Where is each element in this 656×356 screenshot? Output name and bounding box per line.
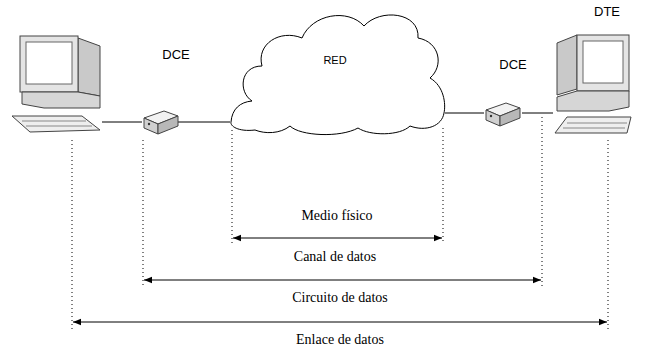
- extension-line: [143, 140, 144, 286]
- dimension-arrow: [233, 238, 442, 239]
- modem-front: [486, 110, 500, 126]
- dce-modem: DCE: [484, 100, 522, 126]
- dimension-label: Canal de datos: [292, 249, 378, 265]
- extension-line: [542, 117, 543, 286]
- dimension-arrow: [144, 280, 541, 281]
- monitor-side: [78, 38, 100, 96]
- node-outline: [230, 4, 445, 134]
- connector-line: [445, 113, 484, 114]
- modem-icon: [144, 111, 178, 134]
- computer-case: [22, 92, 100, 108]
- monitor-frame: [20, 36, 78, 92]
- monitor-screen: [26, 42, 72, 84]
- dimension-arrow: [73, 322, 607, 323]
- monitor-frame: [577, 35, 629, 91]
- computer-icon: [555, 35, 631, 133]
- modem-side: [500, 108, 520, 126]
- keyboard: [12, 116, 100, 132]
- monitor-side: [557, 35, 577, 95]
- keyboard-keys: [22, 121, 86, 122]
- keyboard-keys: [563, 128, 625, 129]
- monitor-screen: [583, 41, 623, 83]
- modem-led: [490, 115, 492, 117]
- dimension-label: Medio físico: [299, 208, 374, 224]
- dimension-label: Enlace de datos: [294, 332, 386, 348]
- connector-line: [178, 122, 230, 123]
- modem-side: [158, 116, 178, 134]
- computer-icon: [12, 36, 100, 132]
- device-label: DCE: [162, 48, 189, 63]
- extension-line: [232, 130, 233, 243]
- device-label: DCE: [499, 58, 526, 73]
- keyboard-keys: [567, 123, 627, 124]
- node-outline: [484, 100, 522, 126]
- extension-line: [608, 140, 609, 330]
- cable-line: [102, 122, 142, 123]
- dimension-arrows: [73, 238, 607, 322]
- extension-line: [72, 140, 73, 330]
- network-label: RED: [323, 54, 346, 67]
- device-label: DTE: [594, 5, 620, 20]
- keyboard-keys: [26, 126, 92, 127]
- network-cloud: RED: [230, 4, 445, 134]
- cloud-outline: [231, 15, 445, 135]
- dimension-label: Circuito de datos: [290, 290, 390, 306]
- extension-line: [443, 128, 444, 243]
- connector-line: [522, 113, 553, 114]
- dte-computer: DTE: [553, 25, 633, 137]
- computer-case: [557, 91, 629, 111]
- node-outline: [553, 25, 633, 137]
- modem-front: [144, 118, 158, 134]
- extension-lines: [72, 117, 608, 330]
- modem-icon: [486, 103, 520, 126]
- dce-modem: DCE: [142, 108, 178, 136]
- modem-led: [148, 123, 150, 125]
- keyboard: [555, 117, 631, 133]
- node-outline: [142, 108, 178, 136]
